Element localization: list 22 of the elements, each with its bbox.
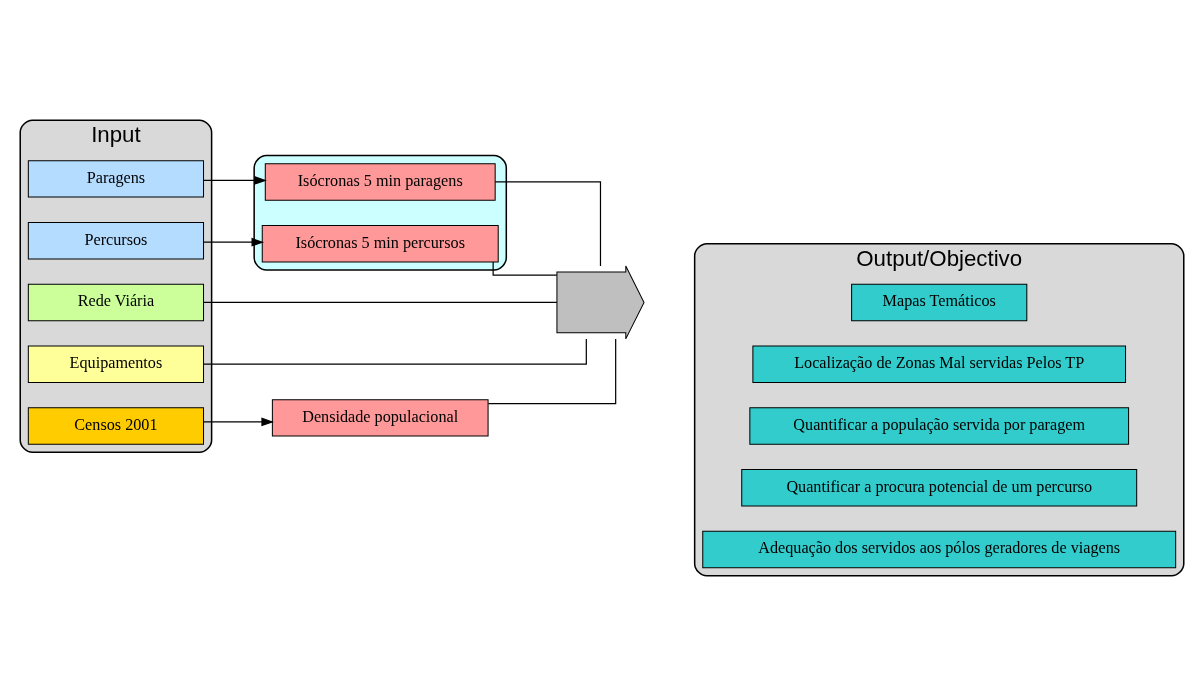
node-box: Adequação dos servidos aos pólos geradores de viagens — [702, 530, 1177, 568]
connector — [494, 180, 602, 267]
node-box: Isócronas 5 min percursos — [261, 224, 499, 262]
connector — [203, 301, 558, 303]
node-box: Mapas Temáticos — [851, 283, 1028, 321]
node-box: Equipamentos — [27, 344, 205, 383]
node-box: Localização de Zonas Mal servidas Pelos TP — [752, 344, 1127, 383]
node-box: Censos 2001 — [27, 406, 205, 445]
arrow — [202, 237, 265, 247]
node-box: Percursos — [27, 221, 205, 259]
node-arrow — [556, 264, 645, 339]
node-box: Isócronas 5 min paragens — [264, 162, 496, 201]
node-box: Quantificar a população servida por paragem — [749, 406, 1130, 445]
connector — [202, 337, 587, 365]
node-box: Rede Viária — [27, 283, 205, 321]
connector — [492, 260, 558, 276]
arrow — [202, 417, 274, 426]
connector — [487, 337, 617, 404]
node-box: Densidade populacional — [271, 398, 489, 437]
arrow — [202, 175, 267, 185]
node-box: Quantificar a procura potencial de um percurso — [741, 468, 1138, 506]
node-box: Paragens — [27, 159, 205, 198]
